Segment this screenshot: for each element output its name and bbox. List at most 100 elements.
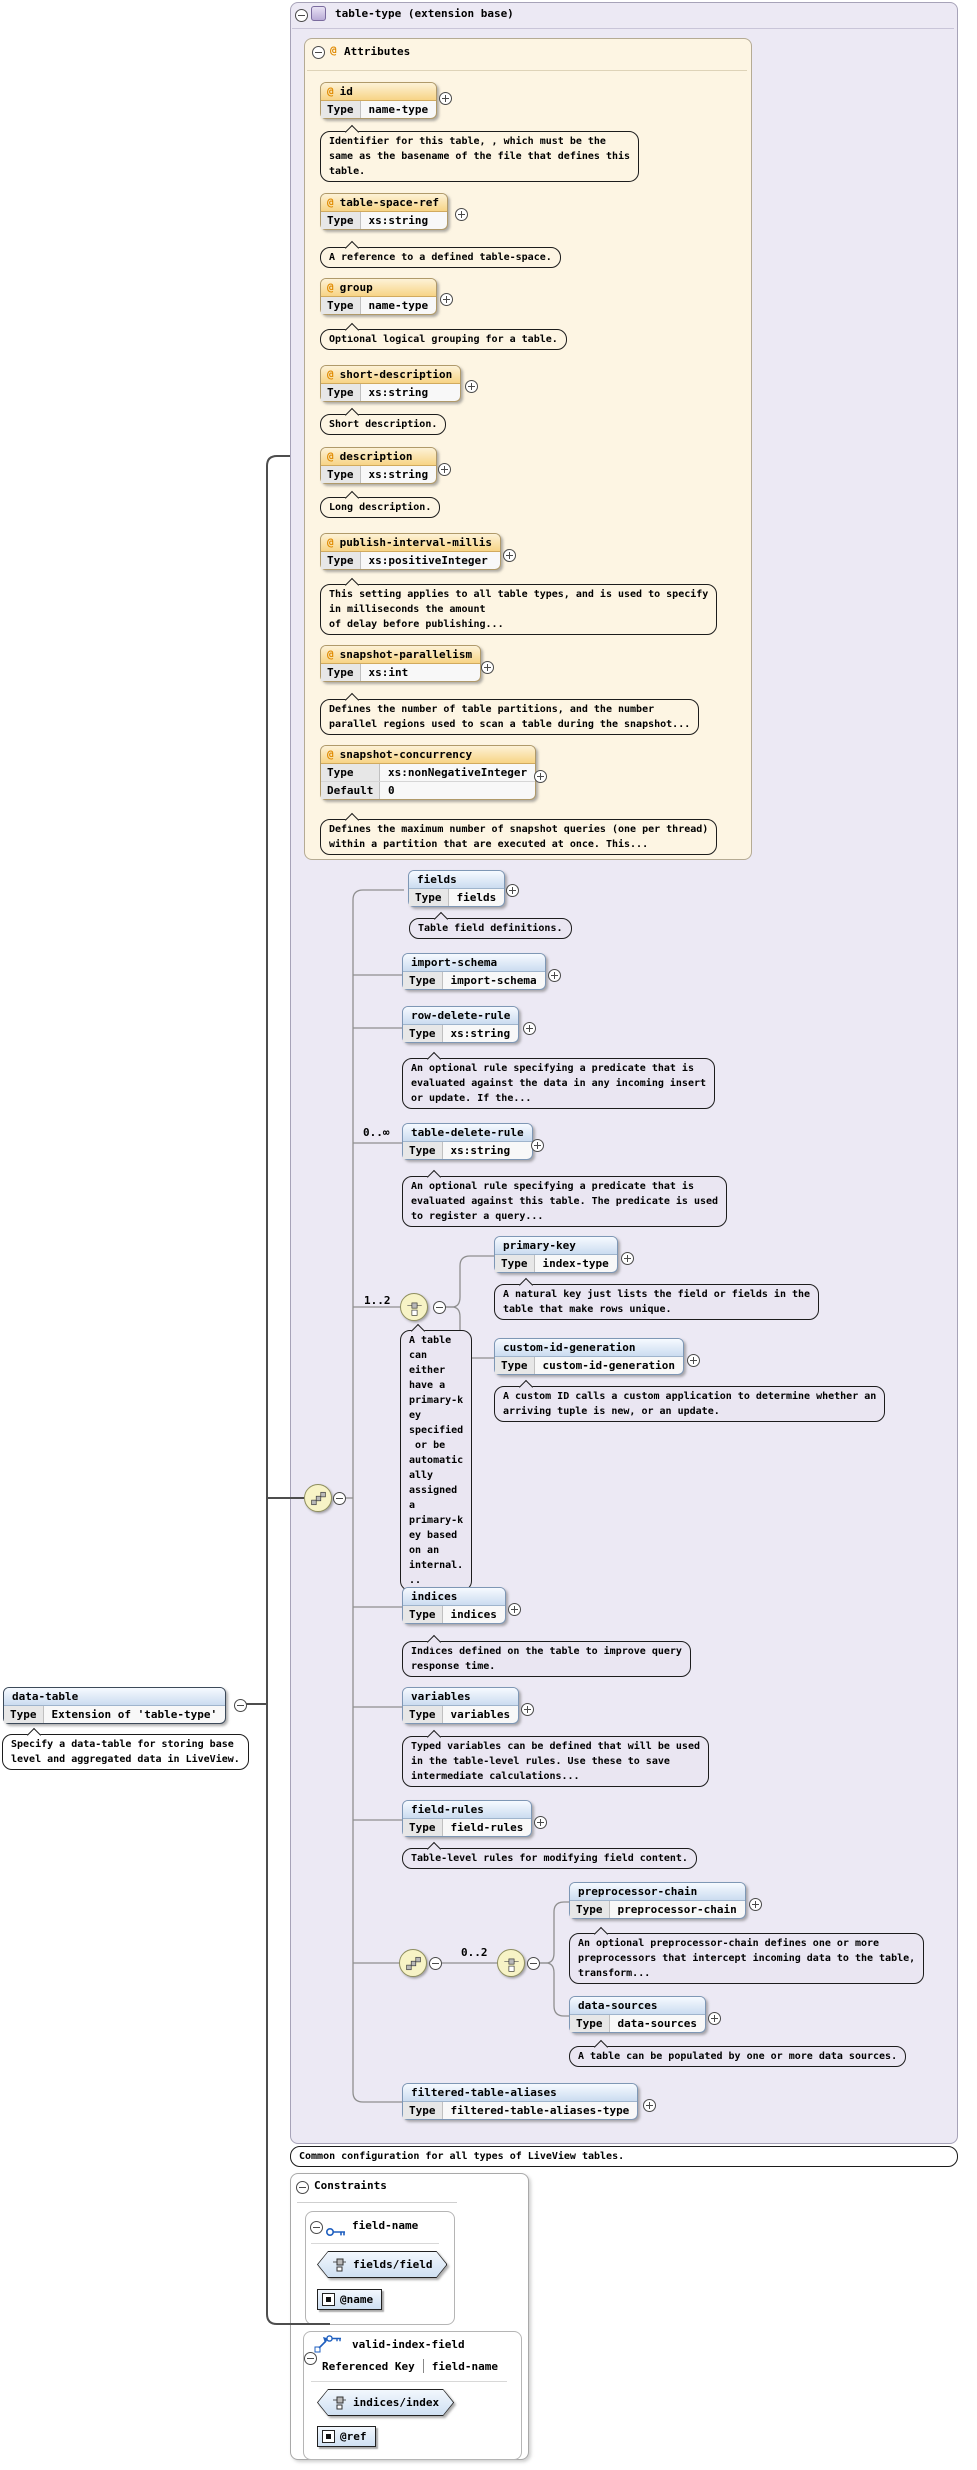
selector-chip[interactable]: fields/field (317, 2251, 447, 2278)
collapse-icon[interactable] (304, 2352, 317, 2365)
expand-icon[interactable] (455, 208, 468, 221)
expand-icon[interactable] (506, 884, 519, 897)
collapse-icon[interactable] (234, 1699, 247, 1712)
element-note: An optional preprocessor-chain defines o… (569, 1926, 925, 1984)
default-label: Default (321, 782, 380, 799)
expand-icon[interactable] (439, 92, 452, 105)
collapse-icon[interactable] (296, 2181, 309, 2194)
attribute-name: group (339, 281, 373, 294)
collapse-icon[interactable] (429, 1957, 442, 1970)
expand-icon[interactable] (440, 293, 453, 306)
field-chip[interactable]: @ref (317, 2426, 376, 2447)
element-name: import-schema (403, 954, 545, 972)
expand-icon[interactable] (438, 463, 451, 476)
attributes-title: Attributes (344, 45, 411, 58)
collapse-icon[interactable] (527, 1957, 540, 1970)
expand-icon[interactable] (503, 549, 516, 562)
expand-icon[interactable] (621, 1252, 634, 1265)
expand-icon[interactable] (508, 1603, 521, 1616)
expand-icon[interactable] (465, 380, 478, 393)
constraints-title: Constraints (314, 2179, 387, 2192)
expand-icon[interactable] (534, 1816, 547, 1829)
expand-icon[interactable] (534, 770, 547, 783)
attribute-icon: @ (327, 450, 334, 463)
choice-icon (497, 1949, 525, 1977)
field-chip[interactable]: @name (317, 2289, 383, 2310)
element-name: indices (403, 1588, 505, 1606)
expand-icon[interactable] (749, 1898, 762, 1911)
expand-icon[interactable] (521, 1703, 534, 1716)
attribute-icon: @ (327, 748, 334, 761)
expand-icon[interactable] (531, 1139, 544, 1152)
collapse-icon[interactable] (433, 1301, 446, 1314)
element-note: A table can be populated by one or more … (569, 2039, 907, 2067)
attribute-name: table-space-ref (339, 196, 439, 209)
attribute-note: Optional logical grouping for a table. (320, 322, 567, 350)
attribute-icon: @ (327, 85, 334, 98)
collapse-icon[interactable] (295, 9, 308, 22)
expand-icon[interactable] (708, 2012, 721, 2025)
expand-icon[interactable] (643, 2099, 656, 2112)
collapse-icon[interactable] (310, 2221, 323, 2234)
keyref-icon (314, 2334, 342, 2358)
type-value: fields (456, 891, 497, 904)
sequence-icon (304, 1484, 332, 1512)
type-value: import-schema (450, 974, 537, 987)
divider (422, 2359, 424, 2373)
element-note: Table field definitions. (409, 911, 572, 939)
expand-icon[interactable] (687, 1354, 700, 1367)
complex-type-icon (311, 6, 326, 21)
attribute-note: Identifier for this table, , which must … (320, 124, 640, 182)
expand-icon[interactable] (523, 1022, 536, 1035)
field-path: @name (340, 2293, 374, 2306)
default-value: 0 (388, 784, 395, 797)
attribute-icon: @ (330, 44, 337, 57)
attribute-note: Defines the number of table partitions, … (320, 692, 700, 735)
collapse-icon[interactable] (312, 46, 325, 59)
attribute-note: This setting applies to all table types,… (320, 577, 718, 635)
element-note: Typed variables can be defined that will… (402, 1729, 709, 1787)
selector-chip[interactable]: indices/index (317, 2389, 454, 2416)
sequence-icon (399, 1949, 427, 1977)
occurrence-label: 1..2 (364, 1294, 391, 1307)
element-note: A natural key just lists the field or fi… (494, 1277, 820, 1320)
root-note: Specify a data-table for storing base le… (2, 1727, 249, 1770)
element-path-icon (332, 2257, 347, 2272)
expand-icon[interactable] (481, 661, 494, 674)
occurrence-label: 0..2 (461, 1946, 488, 1959)
referenced-key-row: Referenced Key field-name (322, 2359, 498, 2373)
attribute-name: description (339, 450, 413, 463)
attribute-note: Defines the maximum number of snapshot q… (320, 812, 718, 855)
type-label: Type (321, 764, 380, 781)
type-value: index-type (542, 1257, 609, 1270)
element-name: filtered-table-aliases (403, 2084, 638, 2102)
type-value: custom-id-generation (542, 1359, 675, 1372)
element-note: An optional rule specifying a predicate … (402, 1169, 728, 1227)
collapse-icon[interactable] (333, 1492, 346, 1505)
selector-path: fields/field (353, 2258, 433, 2271)
expand-icon[interactable] (548, 969, 561, 982)
type-value: xs:string (368, 386, 429, 399)
